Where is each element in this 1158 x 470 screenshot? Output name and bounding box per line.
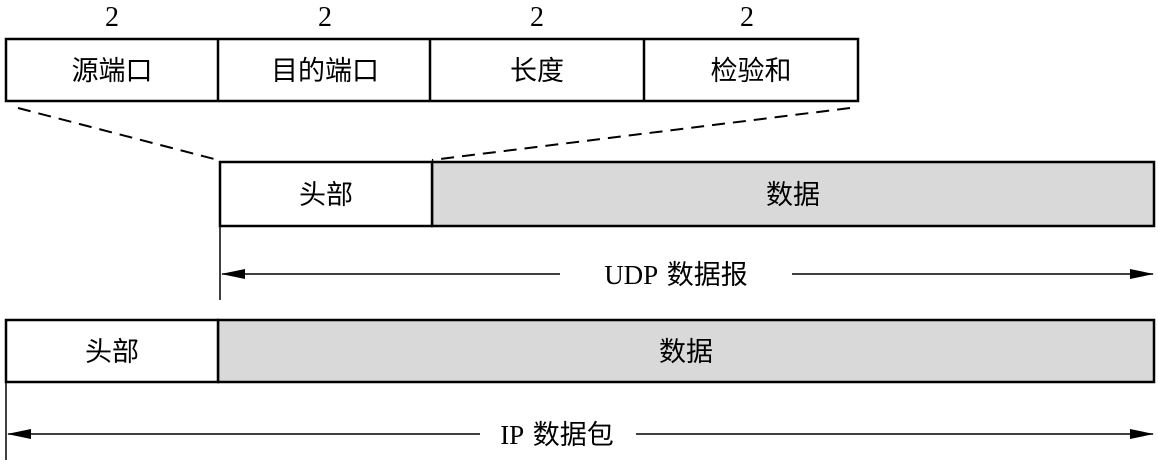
field-checksum: 检验和 [711, 56, 792, 87]
udp-header-fields-outline [4, 37, 860, 103]
udp-span-label-cjk: 数据报 [667, 260, 748, 291]
ip-packet: 头部 数据 [4, 318, 1156, 384]
field-size-dest-port: 2 [318, 2, 332, 33]
ip-span-label-cjk: 数据包 [533, 420, 614, 451]
ip-header-label: 头部 [85, 337, 139, 368]
ip-span-label-latin: IP [500, 420, 524, 450]
field-source-port: 源端口 [72, 56, 153, 87]
udp-data-label: 数据 [766, 180, 820, 211]
udp-datagram: 头部 数据 [218, 160, 1156, 228]
udp-span-label-latin: UDP [604, 260, 658, 290]
field-size-length: 2 [530, 2, 544, 33]
ip-header-block [4, 318, 220, 384]
expansion-line-left [17, 107, 219, 161]
udp-header-label: 头部 [299, 180, 353, 211]
udp-data-block [430, 160, 1156, 228]
field-size-source-port: 2 [105, 2, 119, 33]
field-size-row: 2 2 2 2 [105, 2, 754, 33]
ip-data-label: 数据 [659, 337, 713, 368]
udp-span-label: UDP 数据报 [604, 260, 748, 291]
ip-span-label: IP 数据包 [500, 420, 614, 451]
udp-header-block [218, 160, 434, 228]
field-size-checksum: 2 [740, 2, 754, 33]
udp-header-fields: 源端口 目的端口 长度 检验和 [4, 37, 860, 103]
ip-data-block [216, 318, 1156, 384]
field-dest-port: 目的端口 [271, 56, 379, 87]
expansion-line-right [431, 107, 851, 161]
field-length: 长度 [510, 56, 564, 87]
